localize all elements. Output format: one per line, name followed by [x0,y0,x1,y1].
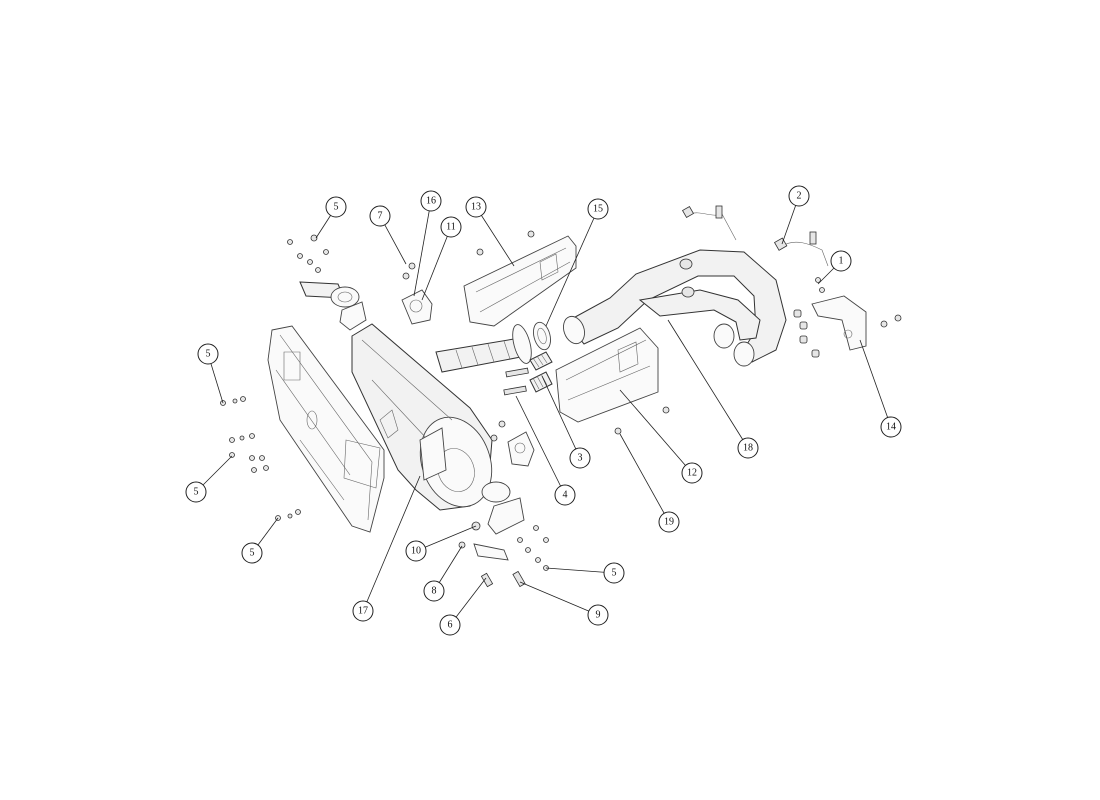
callout-17-label: 17 [358,606,368,617]
callout-14-label: 14 [886,422,896,433]
callout-19-label: 19 [664,517,674,528]
callout-2-label: 2 [797,191,802,202]
callout-5-left-upper: 5 [197,343,219,365]
callout-7: 7 [369,205,391,227]
callout-5-left-lower-label: 5 [250,548,255,559]
oxygen-sensor-part [681,205,829,267]
header-pipes-part [563,249,787,367]
callout-12: 12 [681,462,703,484]
callout-5-left-lower: 5 [241,542,263,564]
callout-5-left-middle-label: 5 [194,487,199,498]
callout-13-label: 13 [471,202,481,213]
rubber-mount-part [401,262,433,325]
callout-15-label: 15 [593,204,603,215]
spring-part [529,351,553,393]
silencer-heat-shield-part [267,325,385,533]
upper-heat-shield-part [463,235,577,327]
callout-1: 1 [830,250,852,272]
lower-elbow-part [458,481,526,588]
callout-1-label: 1 [839,256,844,267]
lower-heat-shield-part [555,327,659,423]
callout-18: 18 [737,437,759,459]
callout-7-label: 7 [378,211,383,222]
fastener-hardware [220,230,825,571]
callout-6: 6 [439,614,461,636]
gasket-ring-part [533,321,551,351]
callout-8: 8 [423,580,445,602]
muffler-body-part [351,323,493,511]
callout-18-label: 18 [743,443,753,454]
callout-10: 10 [405,540,427,562]
callout-5-left-middle: 5 [185,481,207,503]
callout-15: 15 [587,198,609,220]
callout-4: 4 [554,484,576,506]
callout-12-label: 12 [687,468,697,479]
callout-13: 13 [465,196,487,218]
callout-3-label: 3 [578,453,583,464]
callout-11-label: 11 [446,222,456,233]
side-bracket-part [793,295,902,358]
callout-8-label: 8 [432,586,437,597]
callout-10-label: 10 [411,546,421,557]
callout-3: 3 [569,447,591,469]
inlet-pipe-part [299,281,367,331]
callout-4-label: 4 [563,490,568,501]
callout-5-top-label: 5 [334,202,339,213]
lower-mount-part [507,431,535,467]
callout-19: 19 [658,511,680,533]
callout-14: 14 [880,416,902,438]
callout-17: 17 [352,600,374,622]
callout-5-left-upper-label: 5 [206,349,211,360]
link-pipe-part [435,324,532,373]
callout-5-top: 5 [325,196,347,218]
callout-9-label: 9 [596,610,601,621]
callout-11: 11 [440,216,462,238]
callout-6-label: 6 [448,620,453,631]
callout-5-bottom-label: 5 [612,568,617,579]
callout-16: 16 [420,190,442,212]
callout-2: 2 [788,185,810,207]
callout-9: 9 [587,604,609,626]
callout-16-label: 16 [426,196,436,207]
callout-5-bottom: 5 [603,562,625,584]
